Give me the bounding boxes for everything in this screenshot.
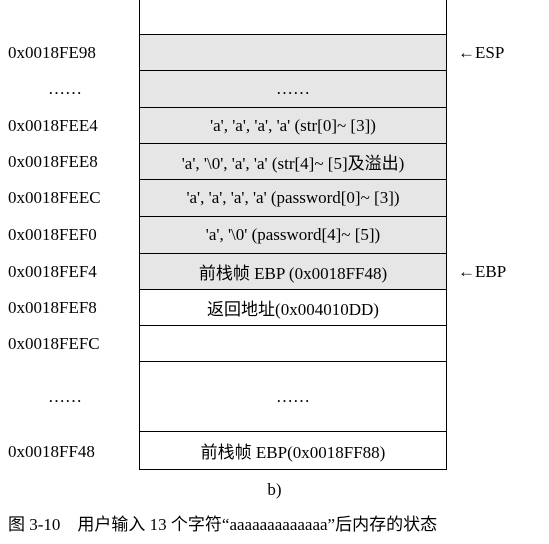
address-label: 0x0018FEF4: [8, 262, 97, 281]
stack-cell-password-4-5: 'a', '\0' (password[4]~ [5]): [139, 217, 447, 254]
address-ellipsis: ……: [48, 387, 82, 406]
address-label: 0x0018FEFC: [8, 334, 100, 353]
stack-cell: [139, 326, 447, 362]
stack-cell-prev-ebp: 前栈帧 EBP(0x0018FF88): [139, 432, 447, 470]
stack-cell: [139, 35, 447, 71]
stack-cell-password-0-3: 'a', 'a', 'a', 'a' (password[0]~ [3]): [139, 180, 447, 217]
address-label: 0x0018FEE4: [8, 116, 98, 135]
ebp-pointer-label: ←EBP: [458, 262, 507, 281]
stack-cell-ellipsis: ……: [139, 71, 447, 108]
figure-caption: 图 3-10 用户输入 13 个字符“aaaaaaaaaaaaa”后内存的状态: [8, 515, 438, 534]
address-label: 0x0018FEF8: [8, 298, 97, 317]
subfigure-label: b): [267, 480, 282, 499]
stack-cell-return-address: 返回地址(0x004010DD): [139, 290, 447, 326]
stack-cell-str-0-3: 'a', 'a', 'a', 'a' (str[0]~ [3]): [139, 108, 447, 144]
address-ellipsis: ……: [48, 79, 82, 98]
stack-cell-str-4-5-overflow: 'a', '\0', 'a', 'a' (str[4]~ [5]及溢出): [139, 144, 447, 180]
address-label: 0x0018FEE8: [8, 152, 98, 171]
address-label: 0x0018FF48: [8, 442, 95, 461]
address-label: 0x0018FEF0: [8, 225, 97, 244]
stack-cell-ellipsis: ……: [139, 362, 447, 432]
stack-cell-top: [139, 0, 447, 35]
stack-cell-saved-ebp: 前栈帧 EBP (0x0018FF48): [139, 254, 447, 290]
address-label: 0x0018FE98: [8, 43, 96, 62]
esp-pointer-label: ←ESP: [458, 43, 505, 62]
address-label: 0x0018FEEC: [8, 188, 101, 207]
